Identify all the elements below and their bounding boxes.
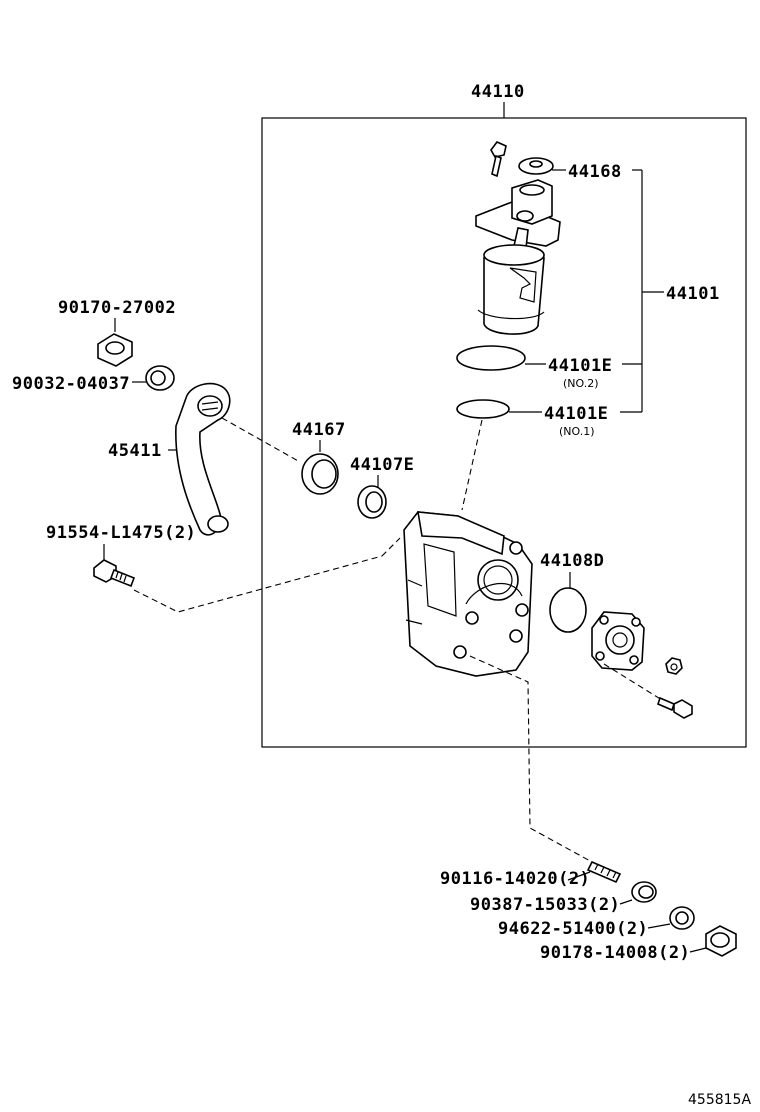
label-44101E-no2[interactable]: 44101E — [548, 356, 612, 376]
label-94622-51400[interactable]: 94622-51400(2) — [498, 919, 648, 939]
label-90170-27002[interactable]: 90170-27002 — [58, 298, 176, 318]
steering-gear-housing-icon[interactable] — [403, 511, 533, 677]
nut-90178-icon[interactable] — [705, 925, 737, 957]
label-44101[interactable]: 44101 — [666, 284, 720, 304]
label-44168[interactable]: 44168 — [568, 162, 622, 182]
nut-small-icon[interactable] — [665, 657, 683, 675]
washer-90387-icon[interactable] — [631, 881, 657, 903]
label-44101E-no1[interactable]: 44101E — [544, 404, 608, 424]
o-ring-no2-icon[interactable] — [456, 345, 526, 371]
bolt-cover-icon[interactable] — [657, 696, 693, 719]
reference-code: 455815A — [688, 1092, 751, 1108]
label-44101E-no2-sub: (NO.2) — [563, 377, 599, 390]
label-44101E-no1-sub: (NO.1) — [559, 425, 595, 438]
label-44107E[interactable]: 44107E — [350, 455, 414, 475]
end-cover-icon[interactable] — [591, 611, 645, 671]
washer-90032-icon[interactable] — [145, 365, 175, 391]
washer-94622-icon[interactable] — [669, 906, 695, 930]
control-valve-icon[interactable] — [475, 179, 561, 335]
label-90032-04037[interactable]: 90032-04037 — [12, 374, 130, 394]
stud-90116-icon[interactable] — [586, 860, 622, 884]
o-ring-no1-icon[interactable] — [456, 399, 510, 419]
o-ring-44108D-icon[interactable] — [549, 587, 587, 633]
valve-bolt-icon[interactable] — [490, 141, 507, 178]
nut-90170-icon[interactable] — [97, 333, 133, 367]
label-91554-L1475[interactable]: 91554-L1475(2) — [46, 523, 196, 543]
label-45411[interactable]: 45411 — [108, 441, 162, 461]
label-90178-14008[interactable]: 90178-14008(2) — [540, 943, 690, 963]
label-44167[interactable]: 44167 — [292, 420, 346, 440]
label-90387-15033[interactable]: 90387-15033(2) — [470, 895, 620, 915]
bolt-91554-icon[interactable] — [93, 559, 136, 588]
label-90116-14020[interactable]: 90116-14020(2) — [440, 869, 590, 889]
oil-seal-44107E-icon[interactable] — [357, 485, 387, 519]
oil-seal-44167-icon[interactable] — [301, 453, 339, 495]
label-44108D[interactable]: 44108D — [540, 551, 604, 571]
washer-44168-icon[interactable] — [518, 157, 554, 175]
assembly-label[interactable]: 44110 — [471, 82, 525, 102]
pitman-arm-icon[interactable] — [175, 382, 231, 536]
